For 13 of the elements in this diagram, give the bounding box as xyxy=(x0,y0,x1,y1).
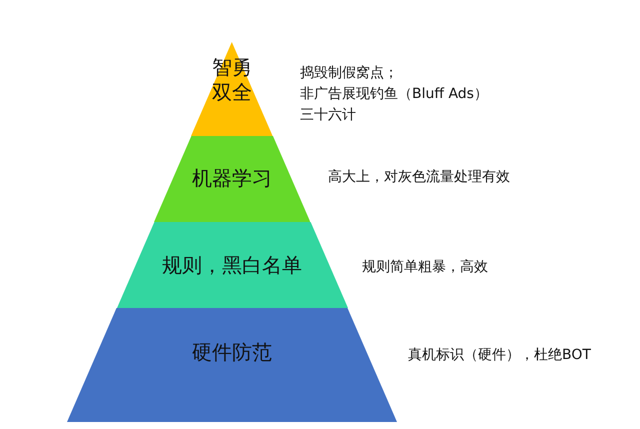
pyramid-layer xyxy=(116,222,348,308)
pyramid-layer xyxy=(191,42,273,136)
annotation: 三十六计 xyxy=(300,106,356,124)
layer-label: 硬件防范 xyxy=(192,340,272,364)
pyramid-layer xyxy=(154,136,310,222)
annotation: 真机标识（硬件），杜绝BOT xyxy=(408,346,591,364)
annotation: 规则简单粗暴，高效 xyxy=(362,258,488,276)
annotation: 非广告展现钓鱼（Bluff Ads） xyxy=(300,85,488,103)
layer-label: 机器学习 xyxy=(192,166,272,190)
pyramid-layer xyxy=(67,308,397,422)
annotation: 高大上，对灰色流量处理有效 xyxy=(328,168,510,186)
annotation: 捣毁制假窝点； xyxy=(300,64,398,82)
layer-label: 规则，黑白名单 xyxy=(162,252,302,278)
